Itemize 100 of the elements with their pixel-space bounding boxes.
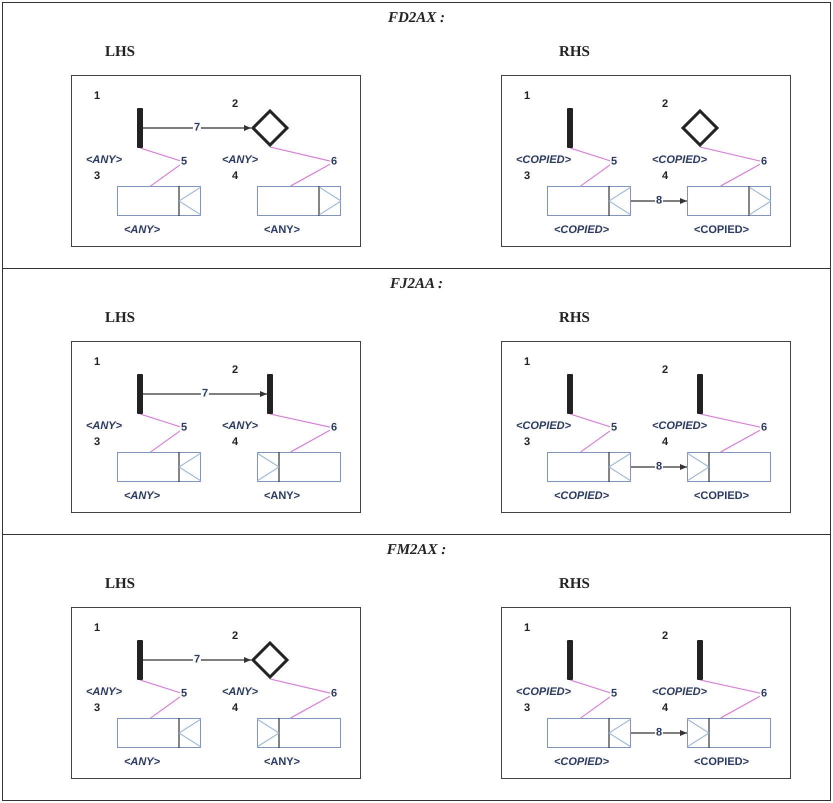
edge-label: 8 (654, 728, 664, 738)
bar-symbol (697, 374, 703, 414)
panel-heading: RHS (559, 575, 590, 594)
element-number: 3 (524, 435, 530, 450)
element-label: <COPIED> (554, 489, 610, 504)
bar-symbol (567, 108, 573, 148)
arrow (143, 125, 251, 131)
element-label: <COPIED> (694, 755, 750, 770)
edge-label: 7 (200, 388, 210, 400)
edge-label: 5 (180, 156, 188, 168)
panel-heading: RHS (559, 43, 590, 62)
element-number: 2 (232, 629, 238, 644)
bar-symbol (267, 374, 273, 414)
element-number: 2 (232, 97, 238, 112)
element-label: <ANY> (264, 489, 300, 504)
element-label: <ANY> (124, 489, 160, 504)
element-label: <ANY> (86, 153, 122, 168)
element-label: <COPIED> (516, 419, 572, 434)
element-number: 3 (94, 701, 100, 716)
bar-symbol (567, 640, 573, 680)
arrow (631, 198, 687, 204)
section-title: FJ2AA : (389, 275, 444, 294)
edge-label: 7 (192, 122, 202, 134)
entity-box (687, 718, 771, 748)
element-number: 2 (232, 363, 238, 378)
edge-label: 5 (180, 688, 188, 700)
element-number: 3 (524, 701, 530, 716)
entity-box (257, 718, 341, 748)
entity-box (547, 186, 631, 216)
diamond-symbol (251, 641, 289, 679)
panel-heading: RHS (559, 309, 590, 328)
entity-box (257, 186, 341, 216)
element-label: <COPIED> (694, 489, 750, 504)
element-number: 3 (524, 169, 530, 184)
element-number: 3 (94, 435, 100, 450)
element-label: <ANY> (222, 153, 258, 168)
arrow (143, 391, 267, 397)
element-number: 3 (94, 169, 100, 184)
element-label: <COPIED> (652, 419, 708, 434)
element-number: 4 (232, 701, 238, 716)
element-number: 1 (524, 355, 530, 370)
bar-symbol (567, 374, 573, 414)
edge-label: 6 (330, 422, 338, 434)
entity-box (687, 452, 771, 482)
entity-box (687, 186, 771, 216)
edge-label: 5 (610, 156, 618, 168)
edge-label: 5 (610, 422, 618, 434)
bar-symbol (137, 640, 143, 680)
element-label: <ANY> (264, 223, 300, 238)
element-label: <ANY> (222, 685, 258, 700)
edge-label: 6 (330, 688, 338, 700)
panel-heading: LHS (105, 43, 136, 62)
edge-label: 5 (610, 688, 618, 700)
element-number: 4 (232, 169, 238, 184)
section-title: FM2AX : (386, 541, 448, 560)
element-number: 2 (662, 97, 668, 112)
edge-label: 6 (760, 156, 768, 168)
edge-label: 6 (760, 688, 768, 700)
entity-box (547, 452, 631, 482)
element-number: 1 (94, 89, 100, 104)
bar-symbol (697, 640, 703, 680)
panel-heading: LHS (105, 309, 136, 328)
arrow (631, 730, 687, 736)
element-label: <ANY> (86, 419, 122, 434)
element-label: <ANY> (124, 223, 160, 238)
element-label: <COPIED> (694, 223, 750, 238)
section-title: FD2AX : (386, 9, 446, 28)
entity-box (547, 718, 631, 748)
element-label: <COPIED> (516, 685, 572, 700)
element-label: <ANY> (222, 419, 258, 434)
entity-box (257, 452, 341, 482)
bar-symbol (137, 108, 143, 148)
entity-box (117, 186, 201, 216)
element-number: 1 (524, 621, 530, 636)
edge-label: 5 (180, 422, 188, 434)
element-label: <COPIED> (652, 153, 708, 168)
element-label: <ANY> (86, 685, 122, 700)
edge-label: 6 (330, 156, 338, 168)
entity-box (117, 718, 201, 748)
element-number: 4 (662, 701, 668, 716)
bar-symbol (137, 374, 143, 414)
element-number: 1 (94, 355, 100, 370)
arrow (631, 464, 687, 470)
element-number: 2 (662, 629, 668, 644)
panel-heading: LHS (105, 575, 136, 594)
edge-label: 8 (654, 196, 664, 206)
element-label: <COPIED> (554, 755, 610, 770)
element-number: 4 (662, 435, 668, 450)
entity-box (117, 452, 201, 482)
element-label: <COPIED> (516, 153, 572, 168)
element-label: <ANY> (264, 755, 300, 770)
element-number: 2 (662, 363, 668, 378)
element-number: 4 (662, 169, 668, 184)
diamond-symbol (251, 109, 289, 147)
diamond-symbol (681, 109, 719, 147)
edge-label: 8 (654, 462, 664, 472)
element-label: <COPIED> (554, 223, 610, 238)
edge-label: 6 (760, 422, 768, 434)
element-label: <ANY> (124, 755, 160, 770)
edge-label: 7 (192, 654, 202, 666)
